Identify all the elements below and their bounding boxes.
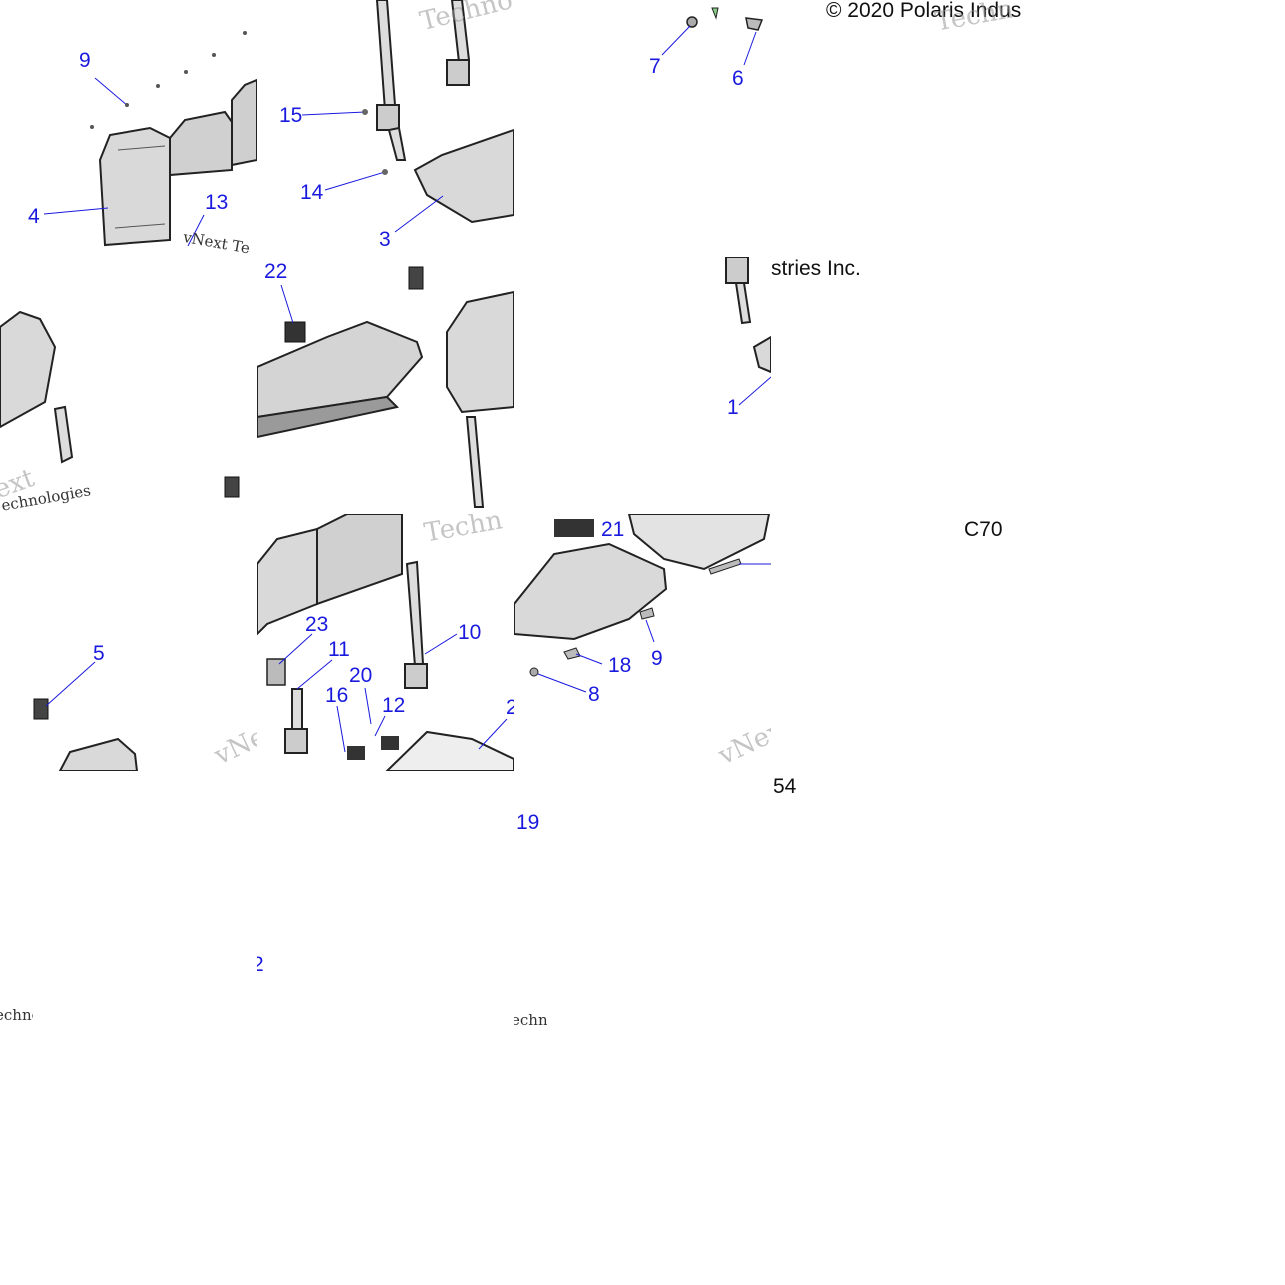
tile-callout-19: 19 echnologies [514,771,547,1028]
callout-18: 18 [608,654,632,677]
seatbelt-drawing [301,0,514,233]
tile-backrest-left: 9 4 13 vNext Te [0,0,257,257]
tile-copyright: © 2020 Polaris Indus Techn [771,0,1028,257]
callout-22: 22 [264,260,288,283]
callout-11: 11 [328,638,350,661]
tile-hardware-top: 7 6 [514,0,771,257]
callout-6: 6 [732,67,744,90]
tile-backrest-lower: ext echnologies [0,257,257,514]
backrest-drawing [0,310,240,498]
tile-watermark-frag: echnologies [0,771,33,1028]
page-number: 54 [773,775,797,798]
callout-19: 19 [516,811,540,834]
seatbelt-drawing [725,257,771,406]
callout-23: 23 [305,613,329,636]
hardware-drawing [661,7,764,66]
trim-drawing [33,661,139,771]
callout-15: 15 [279,104,303,127]
callout-5: 5 [93,642,105,665]
callout-20: 20 [349,664,373,687]
callout-9: 9 [79,49,91,72]
seat-cushion-drawing [514,514,771,693]
tile-trim-piece: 5 vNext [0,514,257,771]
tile-figure-code: C70 [771,514,1028,771]
callout-13: 13 [205,191,229,214]
callout-8: 8 [588,683,600,706]
watermark-technologies: Techn [933,0,1016,38]
seat-bench-drawing [257,266,514,508]
backrest-drawing [43,31,257,247]
callout-4: 4 [28,205,40,228]
callout-16: 16 [325,684,349,707]
copyright-fragment-text: stries Inc. [771,257,861,280]
callout-9: 9 [651,647,663,670]
tile-page-number: 54 [771,771,804,801]
watermark-technologies: echnologies [0,1006,33,1024]
callout-12: 12 [382,694,406,717]
callout-1: 1 [727,396,739,419]
tile-callout-fragment: 2 [257,771,267,1028]
tile-seatbelt-mid: 1 [514,257,771,514]
callout-10: 10 [458,621,482,644]
callout-2: 2 [506,696,514,719]
callout-2-fragment: 2 [257,953,264,976]
tile-belts-buckles: 23 11 20 16 12 10 2 Techn [257,514,514,771]
tile-seatbelt-top: 15 14 3 Techno [257,0,514,257]
copyright-text: © 2020 Polaris Indus [826,0,1022,22]
figure-code: C70 [964,518,1003,541]
watermark-technologies: echnologies [514,1011,547,1028]
callout-14: 14 [300,181,324,204]
callout-3: 3 [379,228,391,251]
callout-21: 21 [601,518,625,541]
tile-seat-cushion: 21 18 9 8 vNext [514,514,771,771]
tile-seat-bench: 22 [257,257,514,514]
tile-copyright-fragment: stries Inc. [771,257,1028,514]
belts-buckles-drawing [257,514,514,771]
callout-7: 7 [649,55,661,78]
